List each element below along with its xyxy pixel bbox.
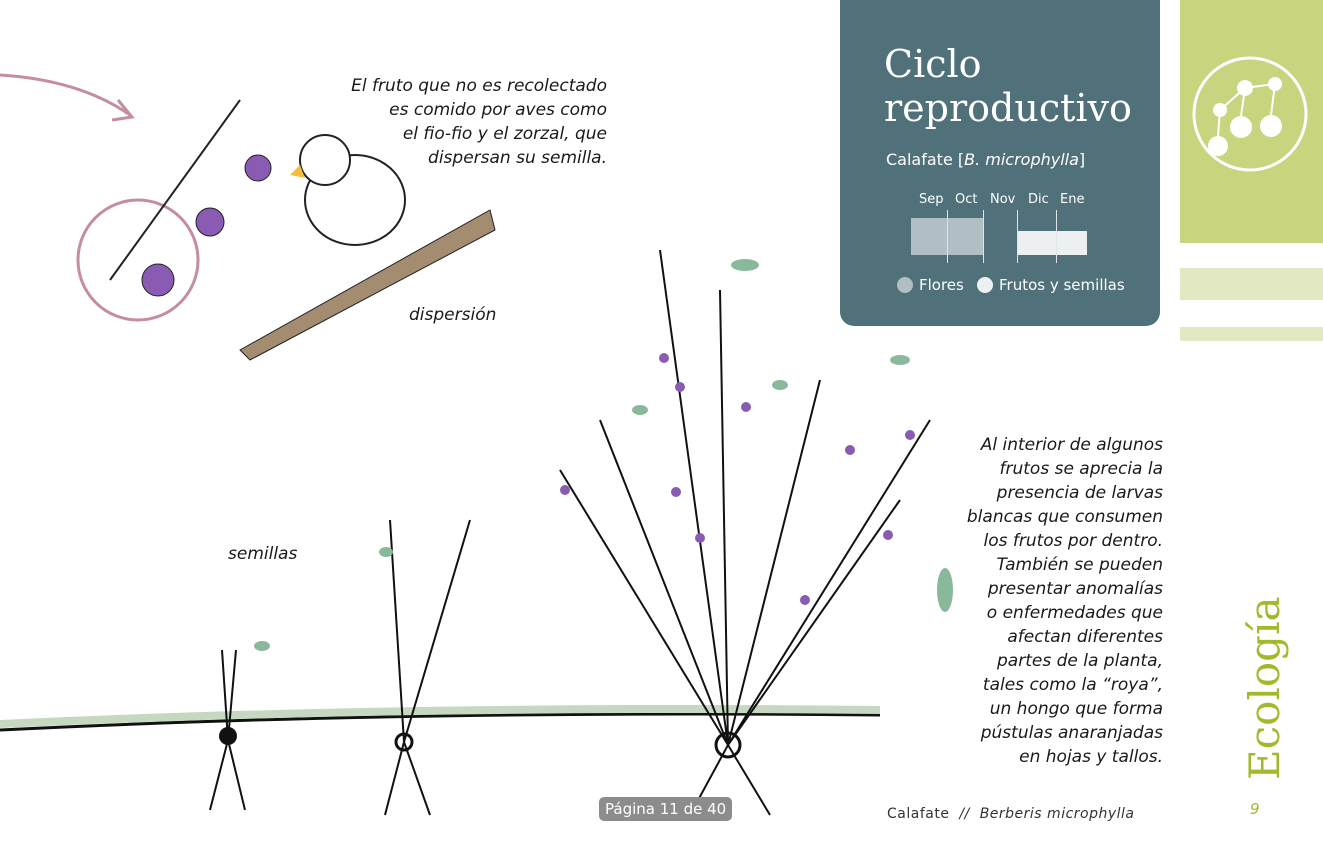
legend-flores: Flores xyxy=(919,276,964,294)
section-label: Ecología xyxy=(1200,596,1289,780)
month-ene: Ene xyxy=(1060,192,1085,207)
caption-line: tales como la “roya”, xyxy=(982,675,1163,695)
subtitle-bracket: ] xyxy=(1078,150,1086,169)
month-dic: Dic xyxy=(1028,192,1049,207)
month-nov: Nov xyxy=(990,192,1016,207)
magnify-circle xyxy=(76,198,200,322)
seedling-1 xyxy=(209,649,246,811)
label-dispersion: dispersión xyxy=(409,305,497,325)
legend-dot-frutos xyxy=(977,277,993,293)
caption-line: frutos se aprecia la xyxy=(999,459,1163,479)
section-label-text: Ecología xyxy=(1240,596,1289,780)
caption-line: partes de la planta, xyxy=(997,651,1163,671)
caption-line: También se pueden xyxy=(996,555,1164,575)
seedling-2 xyxy=(384,519,471,816)
fruits-bar xyxy=(1017,231,1087,255)
subtitle-common: Calafate [ xyxy=(886,150,965,169)
caption-line: afectan diferentes xyxy=(1007,627,1163,647)
month-divider xyxy=(1056,210,1057,263)
legend-frutos: Frutos y semillas xyxy=(999,276,1125,294)
month-divider xyxy=(983,210,984,263)
illustration xyxy=(0,73,953,816)
berry-flower-icon xyxy=(1192,56,1308,172)
title-line: reproductivo xyxy=(884,86,1132,130)
arrow-icon xyxy=(0,73,135,122)
legend-dot-flores xyxy=(897,277,913,293)
label-semillas: semillas xyxy=(228,544,298,564)
caption-line: El fruto que no es recolectado xyxy=(351,76,607,96)
month-divider xyxy=(1017,210,1018,263)
caption-line: es comido por aves como xyxy=(389,100,607,120)
month-divider xyxy=(947,210,948,263)
caption-bird-dispersal: El fruto que no es recolectado es comido… xyxy=(320,74,607,170)
section-image-block xyxy=(1180,0,1323,243)
footer-species: Calafate xyxy=(887,806,950,822)
page-number: 9 xyxy=(1250,800,1260,818)
caption-larvae: Al interior de algunos frutos se aprecia… xyxy=(930,433,1163,769)
caption-line: Al interior de algunos xyxy=(980,435,1163,455)
month-oct: Oct xyxy=(955,192,978,207)
caption-line: dispersan su semilla. xyxy=(428,148,607,168)
ground xyxy=(0,712,881,732)
decor-strip xyxy=(1180,327,1323,341)
subtitle-scientific: B. microphylla xyxy=(964,150,1079,169)
month-sep: Sep xyxy=(919,192,944,207)
footer-scientific-name: Berberis microphylla xyxy=(979,806,1135,822)
caption-line: presentar anomalías xyxy=(987,579,1163,599)
caption-line: los frutos por dentro. xyxy=(983,531,1163,551)
card-subtitle: Calafate [B. microphylla] xyxy=(886,150,1085,169)
caption-line: en hojas y tallos. xyxy=(1019,747,1163,767)
caption-line: pústulas anaranjadas xyxy=(980,723,1163,743)
footer-running-title: Calafate // Berberis microphylla xyxy=(887,806,1135,822)
perch-branch xyxy=(239,209,496,361)
caption-line: blancas que consumen xyxy=(966,507,1163,527)
caption-line: un hongo que forma xyxy=(989,699,1163,719)
page-indicator-badge: Página 11 de 40 xyxy=(599,797,733,821)
caption-line: presencia de larvas xyxy=(996,483,1163,503)
caption-line: el fio-fio y el zorzal, que xyxy=(402,124,607,144)
decor-strip xyxy=(1180,268,1323,300)
title-line: Ciclo xyxy=(884,42,982,86)
footer-separator: // xyxy=(959,806,970,822)
branch xyxy=(109,99,241,281)
shrub xyxy=(559,249,931,816)
caption-line: o enfermedades que xyxy=(986,603,1163,623)
